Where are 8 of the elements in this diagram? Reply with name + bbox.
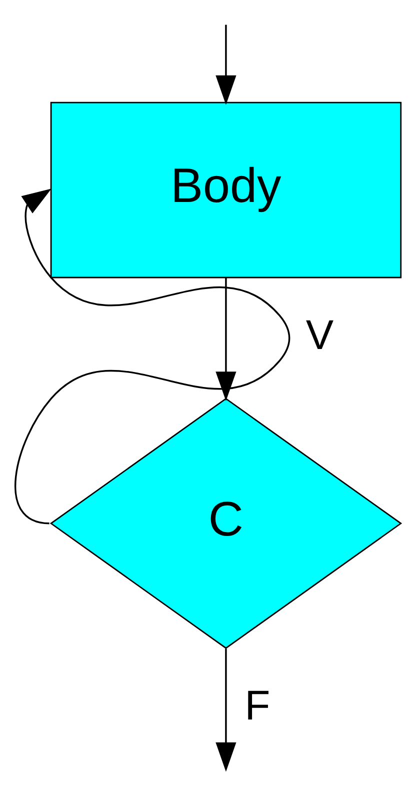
edge-label: F [244, 681, 270, 728]
arrow [14, 188, 290, 524]
node-box: Body [50, 102, 402, 278]
arrow [216, 24, 236, 105]
node-diamond: C [50, 398, 402, 649]
arrow [216, 648, 236, 772]
edge-label: V [306, 310, 334, 358]
arrow [216, 278, 236, 402]
